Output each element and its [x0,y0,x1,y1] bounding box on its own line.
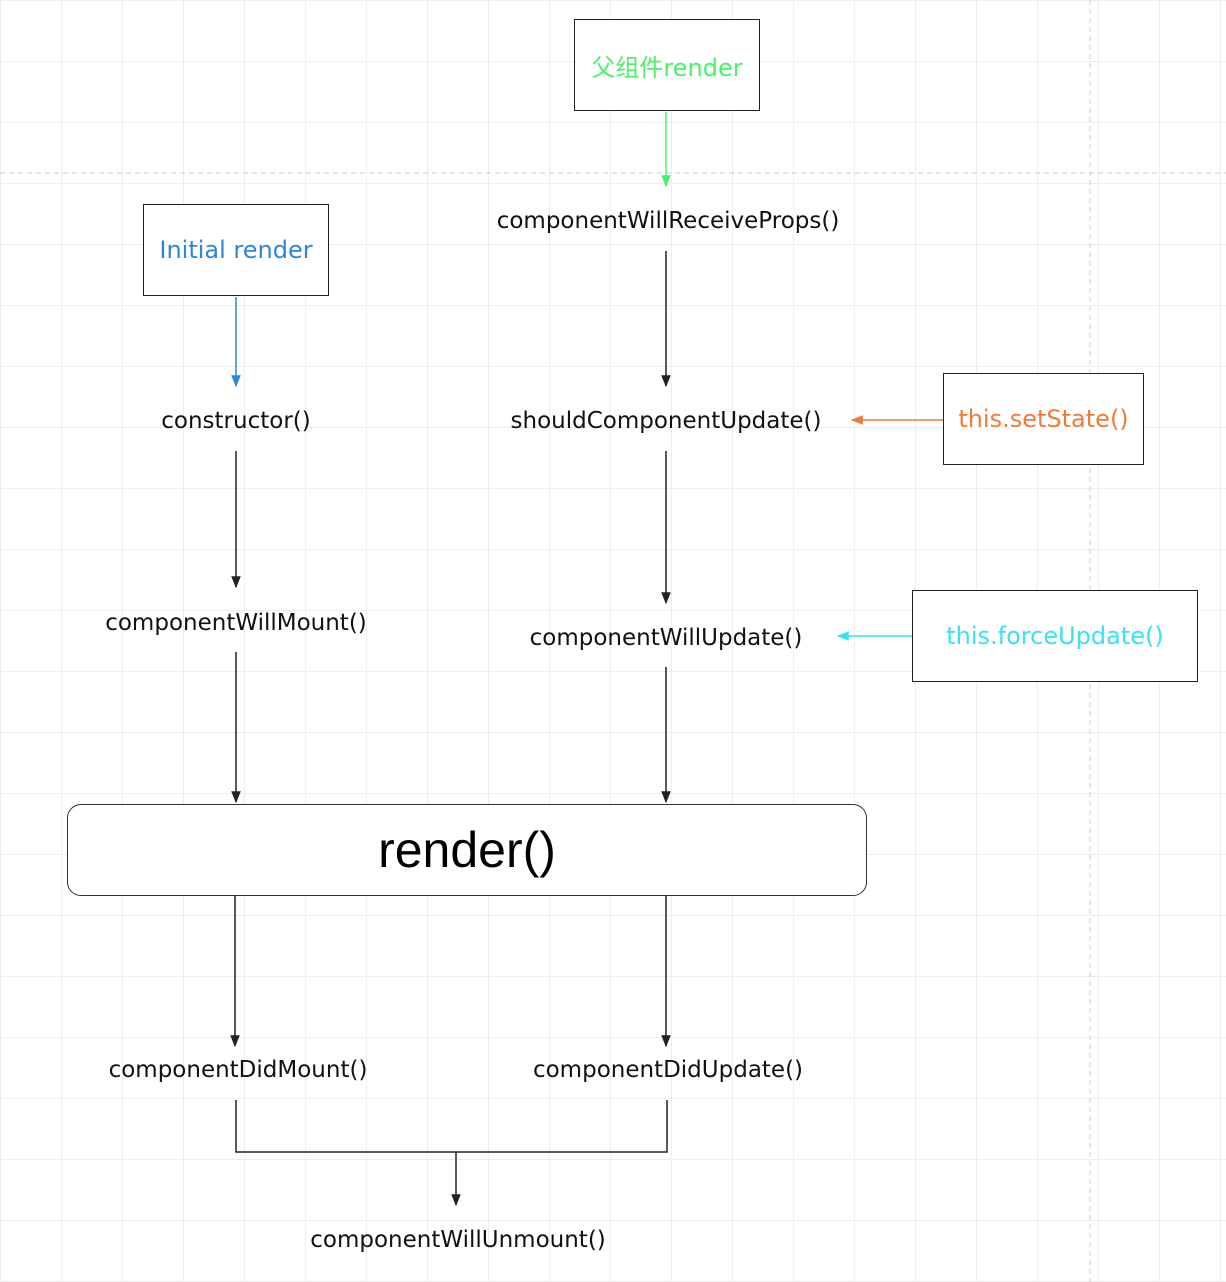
component-will-mount-label: componentWillMount() [105,610,367,636]
component-will-unmount-label: componentWillUnmount() [310,1227,606,1253]
component-did-update-label: componentDidUpdate() [532,1057,804,1083]
parent-render-box: 父组件render [574,19,760,111]
component-will-update-label: componentWillUpdate() [529,625,803,651]
parent-render-label: 父组件render [591,53,743,82]
render-box: render() [67,804,867,896]
render-label: render() [378,822,556,878]
component-did-mount-label: componentDidMount() [108,1057,368,1083]
component-will-receive-props-label: componentWillReceiveProps() [496,208,840,234]
set-state-box: this.setState() [943,373,1144,465]
connector-did-mount-did-update [235,1100,668,1153]
force-update-box: this.forceUpdate() [912,590,1198,682]
set-state-label: this.setState() [958,405,1129,433]
initial-render-box: Initial render [143,204,329,296]
force-update-label: this.forceUpdate() [946,622,1164,650]
constructor-label: constructor() [161,408,311,434]
initial-render-label: Initial render [159,236,313,264]
should-component-update-label: shouldComponentUpdate() [510,408,822,434]
